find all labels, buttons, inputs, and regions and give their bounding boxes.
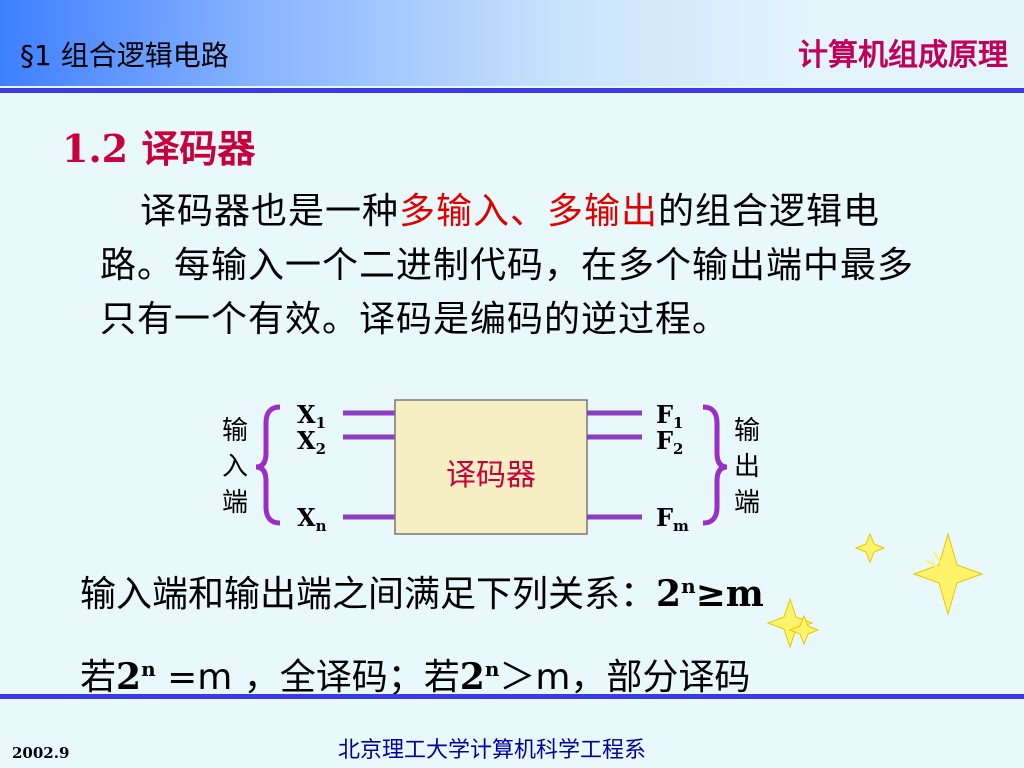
output-brace — [702, 404, 728, 526]
output-label-3: Fm — [656, 503, 689, 535]
decoder-diagram: 输 入 端 X1 X2 Xn 译码器 F1 F2 Fm 输 出 端 — [222, 399, 760, 535]
output-side-label-2: 出 — [734, 452, 760, 482]
cases-exponent-1: n — [141, 657, 156, 681]
output-label-1: F1 — [656, 400, 683, 432]
footer-department: 北京理工大学计算机科学工程系 — [338, 738, 647, 763]
relation-text: 输入端和输出端之间满足下列关系： — [80, 574, 657, 615]
cases-rest-2: ＞m，部分译码 — [499, 657, 751, 698]
cases-line: 若2n =m ，全译码；若2n＞m，部分译码 — [80, 648, 750, 700]
decoder-box — [394, 399, 588, 535]
output-side-label-3: 端 — [734, 488, 760, 518]
cases-prefix: 若 — [80, 657, 117, 698]
paragraph-text-before: 译码器也是一种 — [140, 191, 400, 232]
sparkle-star-icon — [854, 532, 886, 564]
output-side-label-1: 输 — [734, 416, 760, 446]
input-label-1: X1 — [297, 400, 326, 432]
course-title: 计算机组成原理 — [798, 38, 1008, 73]
relation-formula: 2n≥m — [656, 573, 764, 615]
body-paragraph: 译码器也是一种多输入、多输出的组合逻辑电路。每输入一个二进制代码，在多个输出端中… — [100, 185, 922, 347]
decoder-box-label: 译码器 — [446, 458, 536, 493]
bottom-rule — [0, 694, 1024, 699]
paragraph-text-after: 的组合逻辑电路。每输入一个二进制代码，在多个输出端中最多只有一个有效。译码是编码… — [100, 191, 915, 340]
sparkle-star-icon — [766, 597, 814, 649]
input-side-label-2: 入 — [222, 452, 248, 482]
input-label-2: X2 — [297, 426, 326, 458]
slide-heading: 1.2 译码器 — [62, 126, 256, 171]
cases-rest-1: =m ，全译码；若 — [155, 657, 460, 698]
input-side-label-3: 端 — [222, 488, 248, 518]
footer-date: 2002.9 — [12, 744, 70, 762]
cases-exponent-2: n — [484, 657, 500, 681]
sparkle-star-icon — [788, 614, 820, 646]
relation-line: 输入端和输出端之间满足下列关系：2n≥m — [80, 565, 764, 617]
sparkle-decoration — [766, 532, 984, 649]
relation-rest: ≥m — [695, 573, 764, 615]
paragraph-highlight: 多输入、多输出 — [399, 191, 659, 232]
relation-exponent: n — [681, 574, 696, 598]
relation-base: 2 — [656, 573, 682, 615]
top-rule — [0, 88, 1024, 93]
sparkle-star-icon — [912, 532, 984, 616]
input-brace — [255, 404, 281, 526]
input-label-3: Xn — [297, 503, 327, 535]
section-title: §1 组合逻辑电路 — [20, 39, 229, 72]
header-band — [0, 0, 1024, 86]
output-label-2: F2 — [656, 426, 683, 458]
cases-base-2: 2 — [459, 656, 485, 698]
cases-base-1: 2 — [116, 656, 142, 698]
input-side-label-1: 输 — [222, 416, 248, 446]
